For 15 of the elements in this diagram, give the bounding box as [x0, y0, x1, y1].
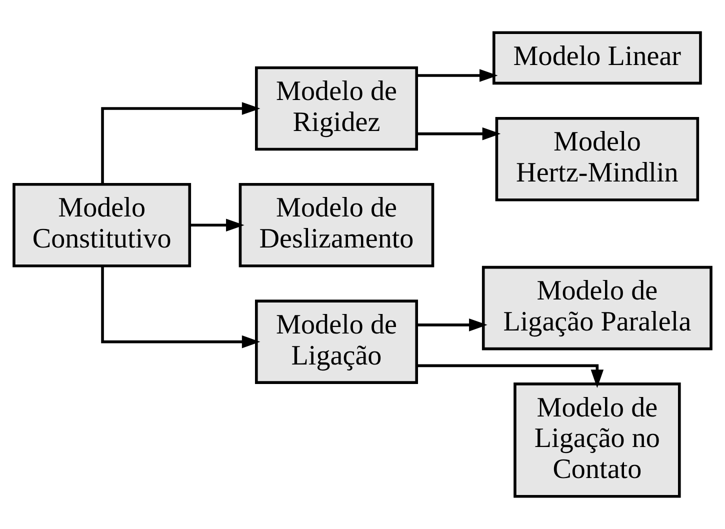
node-box: Modelo de Ligação no Contato [514, 382, 681, 498]
node-box: Modelo de Ligação [255, 300, 418, 384]
arrow [416, 318, 488, 332]
arrow [416, 69, 498, 82]
node-box: Modelo de Rigidez [255, 66, 418, 151]
node-box: Modelo de Deslizamento [238, 183, 434, 268]
node-box: Modelo Constitutivo [12, 183, 192, 268]
arrow [416, 127, 501, 140]
arrow [190, 218, 244, 232]
arrow [101, 266, 260, 348]
node-box: Modelo de Ligação Paralela [482, 266, 712, 350]
arrow [416, 364, 604, 388]
node-box: Modelo Linear [492, 31, 702, 85]
arrow [101, 102, 260, 184]
node-box: Modelo Hertz-Mindlin [495, 116, 700, 202]
